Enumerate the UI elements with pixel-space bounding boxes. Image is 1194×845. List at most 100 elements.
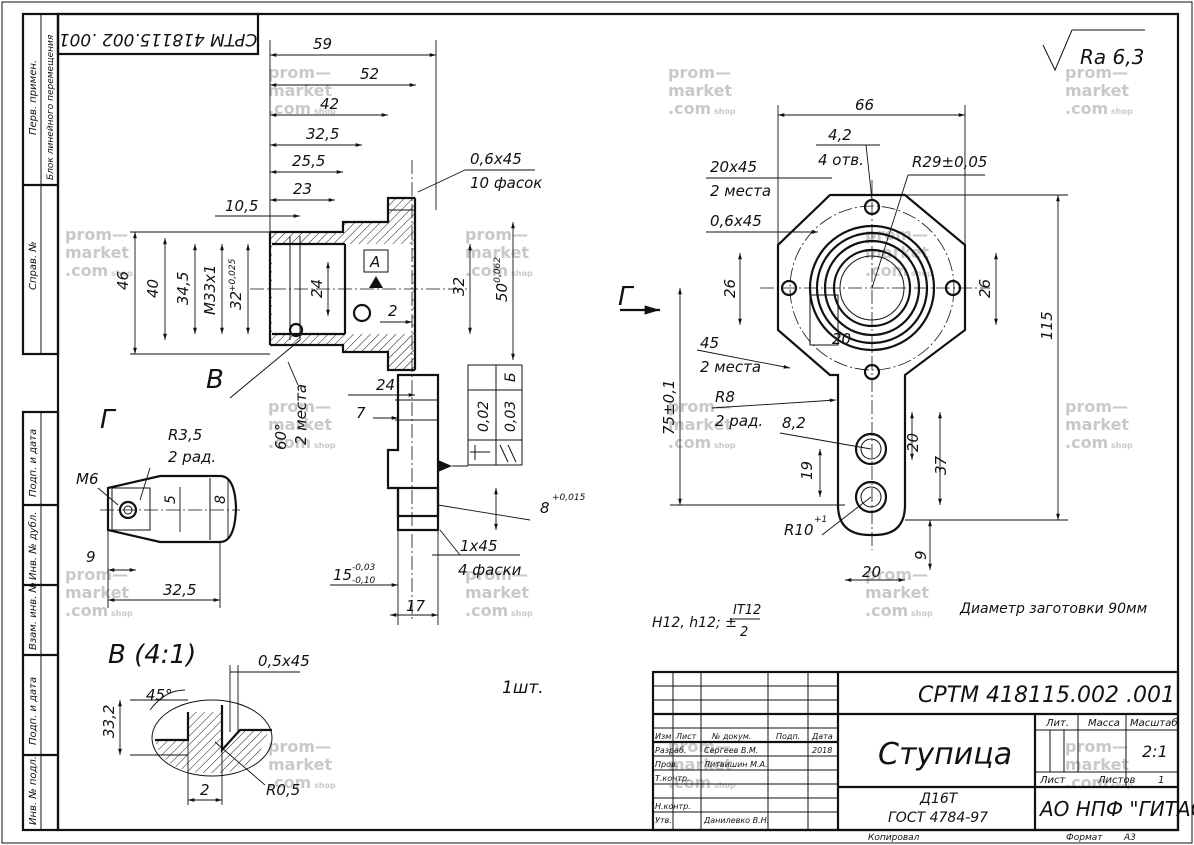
title-razrab-date: 2018 xyxy=(812,746,832,755)
svg-text:shop: shop xyxy=(314,107,336,116)
svg-text:.com: .com xyxy=(668,773,711,792)
title-company: АО НПФ "ГИТАС" xyxy=(1038,797,1194,821)
dim-m6: М6 xyxy=(76,470,99,488)
title-format-label: Формат xyxy=(1066,833,1103,843)
dim-r0-5: R0,5 xyxy=(266,781,300,799)
title-sign: Подп. xyxy=(776,732,800,741)
side-inv-dubl: Инв. № дубл. xyxy=(27,512,39,580)
title-razrab: Разраб. xyxy=(655,746,686,755)
svg-text:shop: shop xyxy=(111,609,133,618)
dim-24: 24 xyxy=(308,279,326,298)
side-podp-data1: Подп. и дата xyxy=(28,429,39,497)
dim-46: 46 xyxy=(114,271,132,290)
plan-view-labels: 66 4,2 4 отв. R29±0,05 20х45 2 места 0,6… xyxy=(660,96,1056,581)
svg-text:market: market xyxy=(268,415,332,434)
svg-text:.com: .com xyxy=(668,99,711,118)
dim-7: 7 xyxy=(356,404,366,422)
watermarks: prom— market .com shop prom— market .com… xyxy=(65,63,1133,792)
dim-9: 9 xyxy=(86,548,96,566)
svg-text:prom—: prom— xyxy=(1065,397,1128,416)
title-utv-name: Данилевко В.Н. xyxy=(703,816,769,825)
roughness-mark: Ra 6,3 xyxy=(1042,29,1145,72)
detail-v-view: В (4:1) 0,5х45 45° 33,2 2 R0,5 xyxy=(100,640,310,805)
svg-text:prom—: prom— xyxy=(668,397,731,416)
dim-20x45-2mesta: 2 места xyxy=(710,182,771,200)
svg-text:prom—: prom— xyxy=(465,225,528,244)
watermark: prom— market .com shop xyxy=(465,565,533,620)
title-mass-label: Масса xyxy=(1088,718,1120,729)
datum-a-label: А xyxy=(369,253,380,271)
svg-text:shop: shop xyxy=(911,609,933,618)
svg-text:shop: shop xyxy=(1111,441,1133,450)
svg-text:prom—: prom— xyxy=(1065,737,1128,756)
dim-66: 66 xyxy=(855,96,874,114)
svg-text:.com: .com xyxy=(1065,433,1108,452)
dim-5: 5 xyxy=(163,495,179,504)
title-razrab-name: Сергеев В.М. xyxy=(704,746,758,755)
dim-10-5: 10,5 xyxy=(225,197,258,215)
dim-r29: R29±0,05 xyxy=(912,153,987,171)
title-date: Дата xyxy=(811,732,833,741)
svg-text:.com: .com xyxy=(1065,99,1108,118)
roughness-value: Ra 6,3 xyxy=(1080,45,1144,69)
dim-45: 45 xyxy=(700,334,719,352)
title-list: Лист xyxy=(675,732,697,741)
svg-text:prom—: prom— xyxy=(1065,63,1128,82)
dim-23: 23 xyxy=(293,180,312,198)
title-copied-label: Копировал xyxy=(868,833,920,843)
svg-text:shop: shop xyxy=(314,781,336,790)
dim-32-tol: +0,025 xyxy=(228,258,238,292)
svg-text:market: market xyxy=(268,755,332,774)
svg-text:market: market xyxy=(65,583,129,602)
title-izm: Изм xyxy=(655,732,671,741)
side-vzam-inv: Взам. инв. № xyxy=(28,582,39,650)
side-sprav: Справ. № xyxy=(28,241,39,290)
rotated-designation-box: СРТМ 418115.002 .001 xyxy=(56,12,260,56)
svg-text:market: market xyxy=(1065,755,1129,774)
dim-10-faski: 10 фасок xyxy=(470,174,542,192)
svg-text:market: market xyxy=(1065,415,1129,434)
dim-42: 42 xyxy=(320,95,339,113)
title-prov-name: Литвишин М.А. xyxy=(703,760,768,769)
tolerance-note-prefix: H12, h12; ± xyxy=(652,615,737,631)
svg-text:prom—: prom— xyxy=(465,565,528,584)
dim-8-tol: +0,015 xyxy=(552,493,586,503)
title-utv: Утв. xyxy=(655,816,672,825)
svg-text:shop: shop xyxy=(511,269,533,278)
svg-text:market: market xyxy=(865,583,929,602)
dim-4-otv: 4 отв. xyxy=(818,151,864,169)
dim-32-5-g: 32,5 xyxy=(163,581,196,599)
dim-4-2: 4,2 xyxy=(828,126,852,144)
dim-15-up: -0,03 xyxy=(352,563,376,573)
svg-text:.com: .com xyxy=(268,773,311,792)
dim-15: 15 xyxy=(333,566,352,584)
svg-text:prom—: prom— xyxy=(865,225,928,244)
dim-24b: 24 xyxy=(376,376,395,394)
dim-26-left: 26 xyxy=(721,279,739,298)
dim-25-5: 25,5 xyxy=(292,152,325,170)
dim-19: 19 xyxy=(798,461,816,480)
dim-0-6x45: 0,6х45 xyxy=(470,150,522,168)
svg-text:shop: shop xyxy=(511,609,533,618)
dim-20x45: 20х45 xyxy=(710,158,757,176)
dim-33-2: 33,2 xyxy=(100,705,118,738)
dim-r8-2rad: 2 рад. xyxy=(715,412,763,430)
svg-text:market: market xyxy=(668,81,732,100)
svg-text:prom—: prom— xyxy=(268,397,331,416)
dim-32: 32 xyxy=(227,291,245,310)
title-prov: Пров. xyxy=(655,760,678,769)
title-scale-value: 2:1 xyxy=(1142,742,1168,761)
dim-r3-5: R3,5 xyxy=(168,426,202,444)
dim-20-bottom: 20 xyxy=(862,563,881,581)
dim-34-5: 34,5 xyxy=(174,272,192,305)
dim-115: 115 xyxy=(1038,311,1056,340)
tolerance-note-numerator: IT12 xyxy=(733,603,761,618)
dim-26-right: 26 xyxy=(976,279,994,298)
title-tkontr: Т.контр. xyxy=(655,774,690,783)
title-scale-label: Масштаб xyxy=(1130,717,1178,729)
dim-50-tol: -0,062 xyxy=(493,257,503,286)
dim-r10: R10 xyxy=(784,521,814,539)
side-inv-podl: Инв. № подл. xyxy=(28,756,39,825)
svg-text:shop: shop xyxy=(911,269,933,278)
svg-text:shop: shop xyxy=(1111,781,1133,790)
